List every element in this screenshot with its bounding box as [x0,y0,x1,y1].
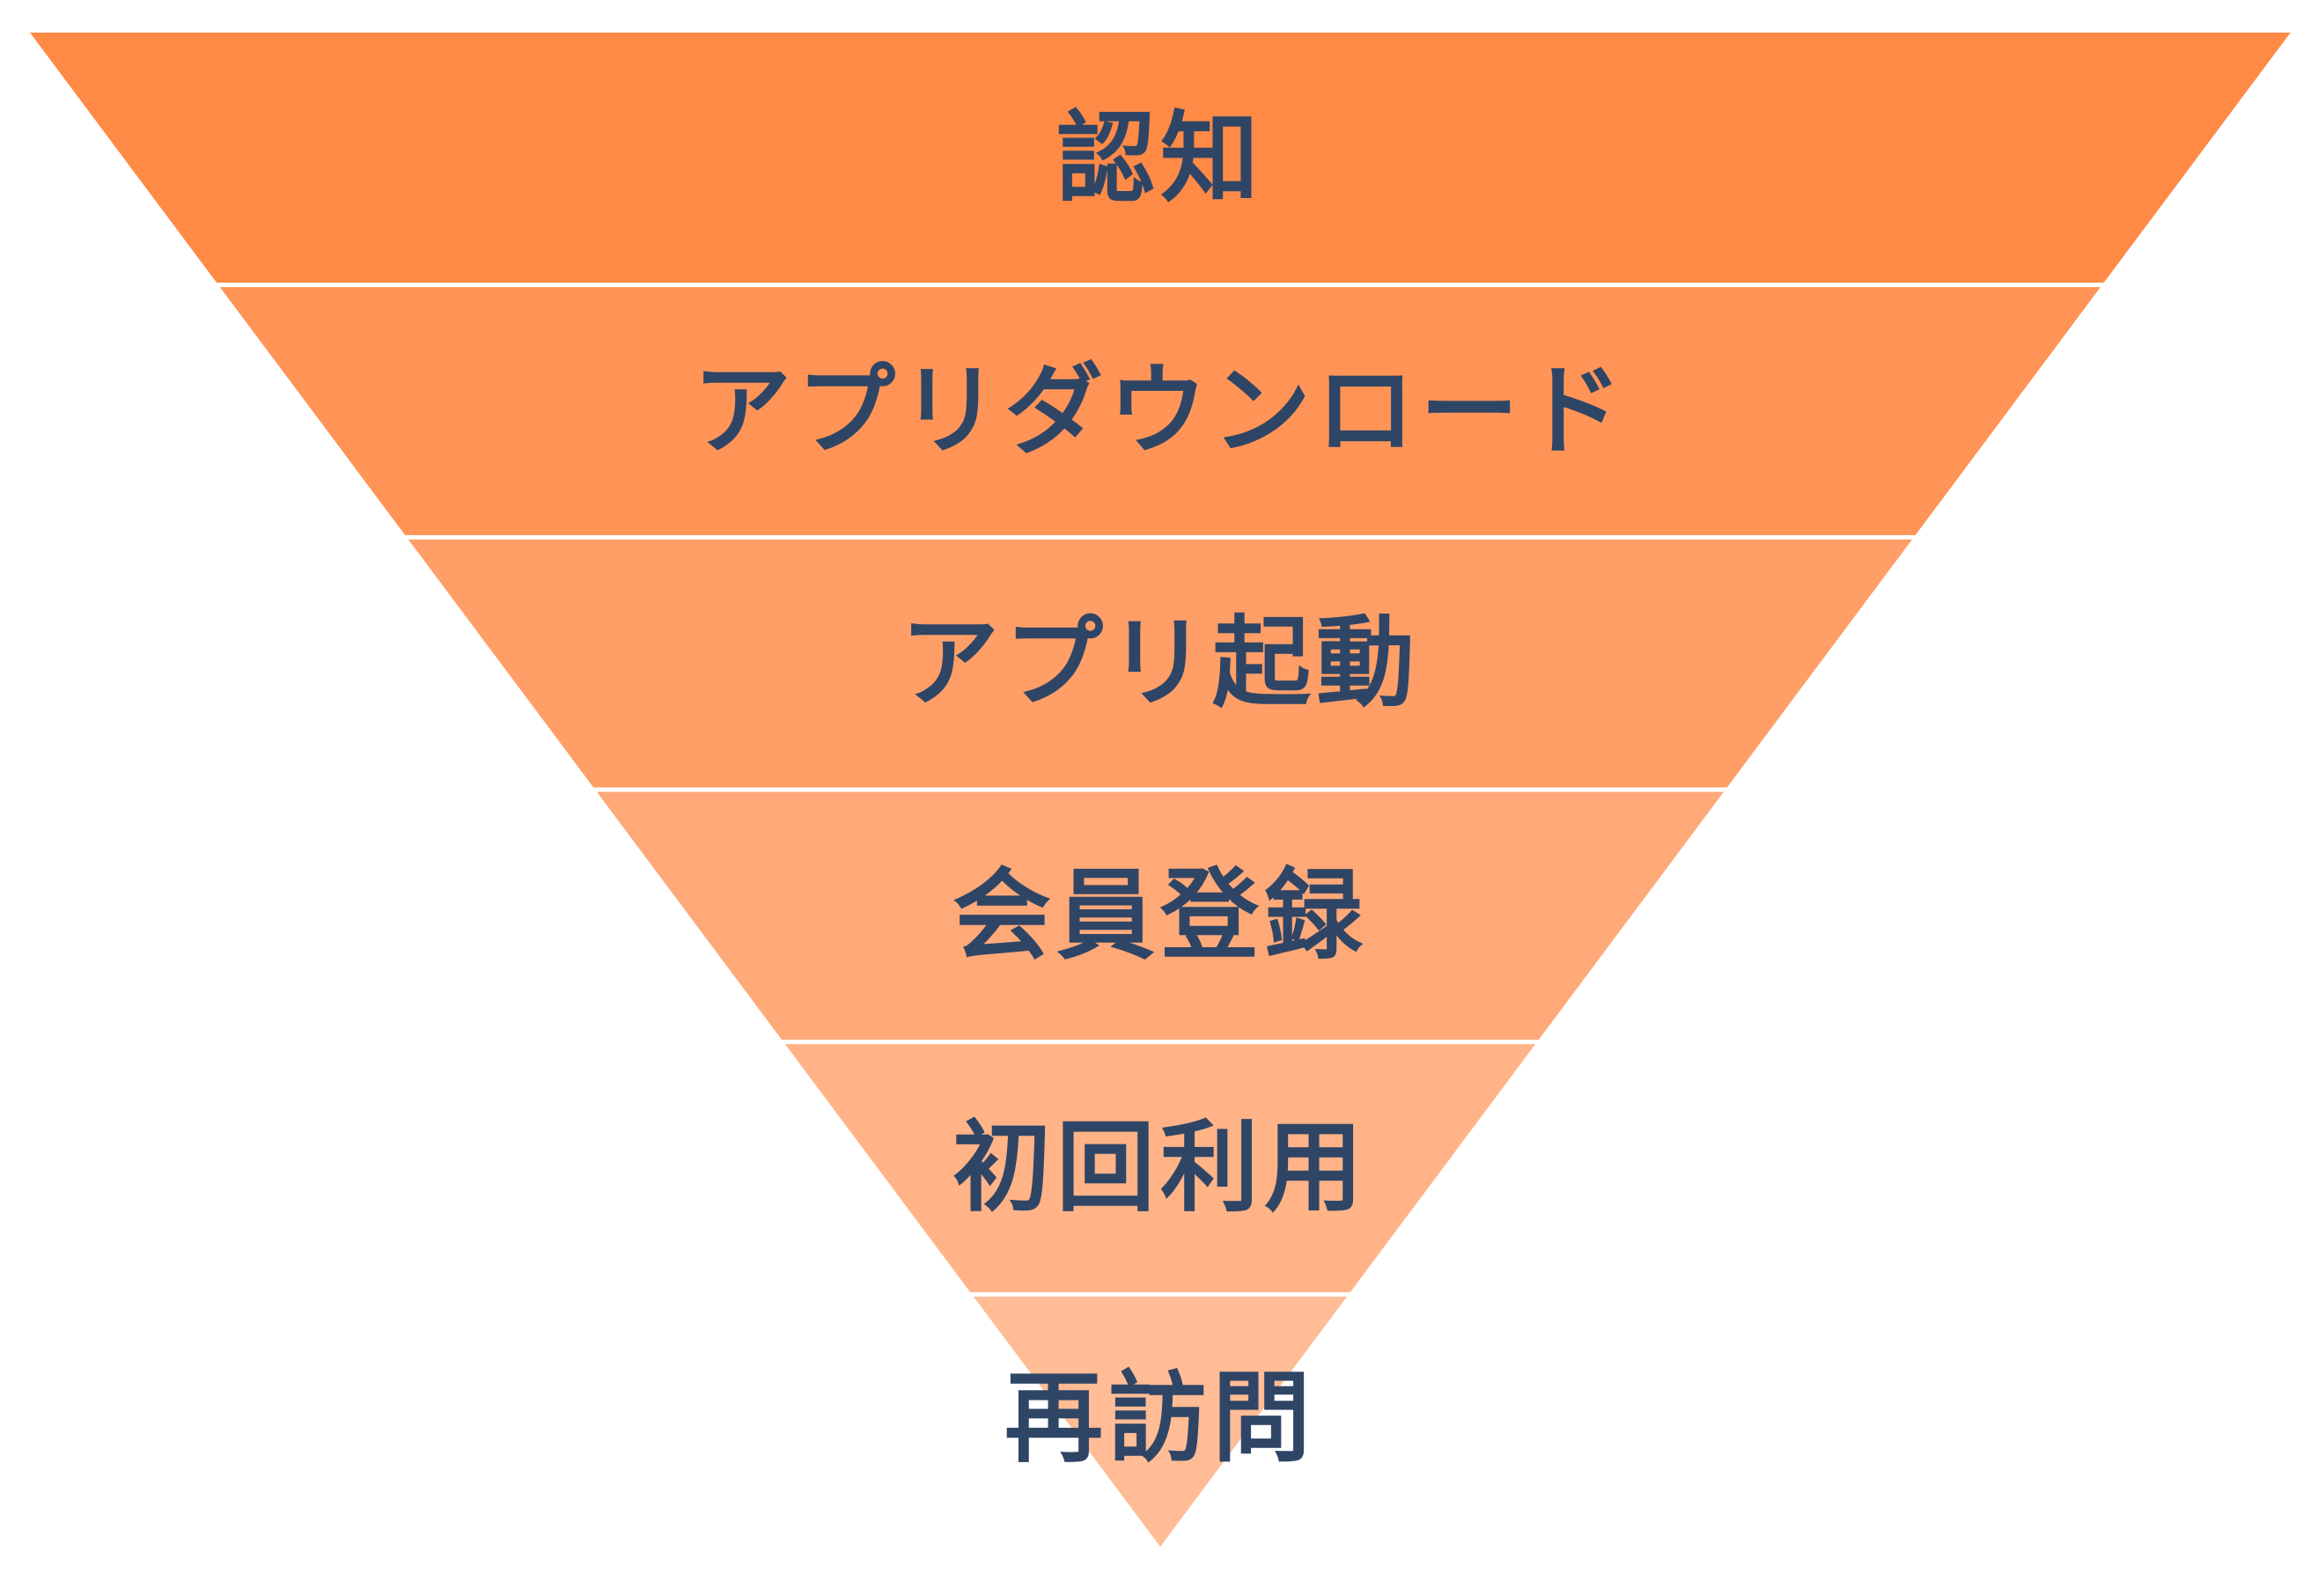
funnel-stage-band [973,1296,1348,1547]
funnel-stage-band [784,1044,1536,1292]
funnel-stage-label: 会員登録 [952,858,1368,973]
funnel-stage-band [219,287,2101,535]
funnel-stage-label: 認知 [1056,101,1264,216]
funnel-stage-band [30,33,2291,283]
funnel-stage-band [596,791,1725,1041]
funnel-stage-band [408,539,1913,788]
funnel-stage-label: アプリダウンロード [693,354,1628,468]
funnel-stage-label: アプリ起動 [901,607,1420,721]
funnel-stage-label: 初回利用 [952,1111,1368,1225]
funnel-stage-label: 再訪問 [1004,1362,1316,1476]
